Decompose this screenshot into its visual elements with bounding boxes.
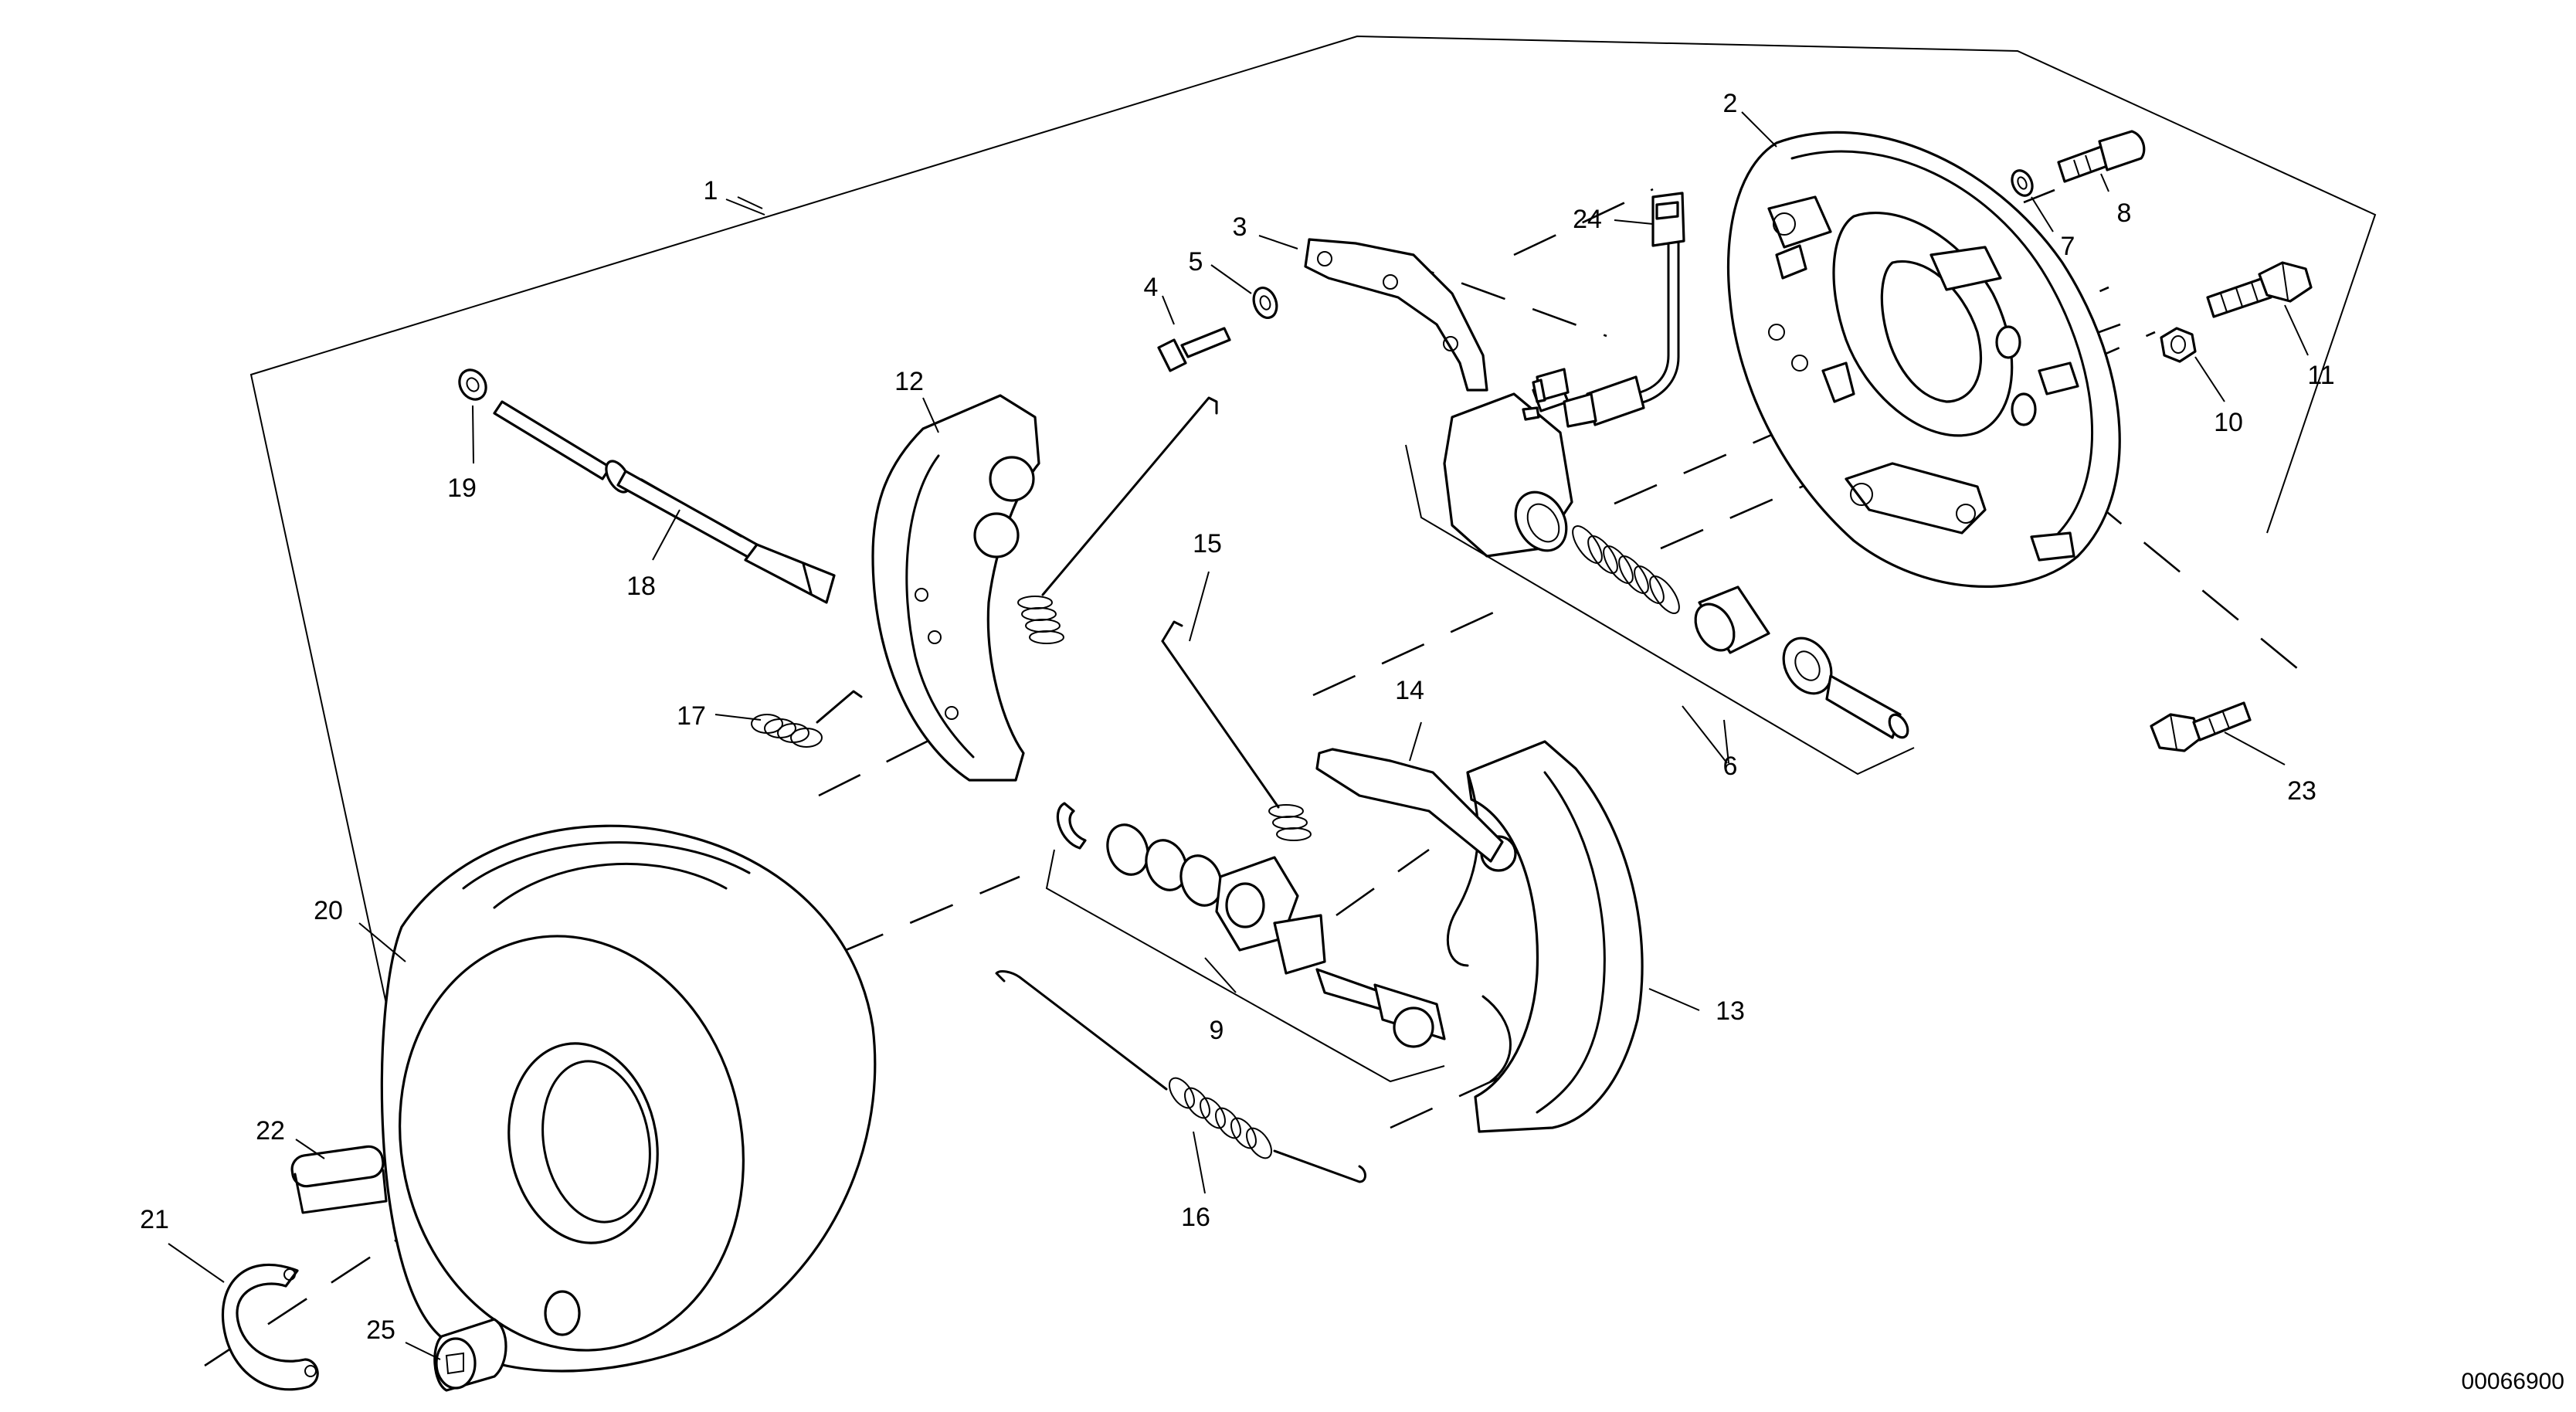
callout-11: 11 [2307, 361, 2334, 390]
return-spring-lower [995, 970, 1366, 1183]
return-spring-upper [1017, 396, 1312, 841]
bolt-23 [2150, 701, 2252, 752]
cylinder-spring [1572, 525, 1680, 614]
brake-shoe-lower [1446, 740, 1644, 1133]
washer-5 [1252, 287, 1278, 319]
lever [1315, 748, 1504, 863]
callout-16: 16 [1181, 1203, 1210, 1232]
bolt-11 [2206, 261, 2313, 318]
callout-17: 17 [677, 701, 706, 731]
callout-10: 10 [2214, 408, 2243, 437]
brake-shoe-upper [871, 394, 1040, 782]
plug-screw [433, 1318, 507, 1392]
adjuster-group-outline [1045, 849, 1445, 1083]
callout-14: 14 [1395, 676, 1424, 705]
brake-drum [380, 824, 877, 1373]
washer-7 [2011, 169, 2034, 197]
callout-9: 9 [1210, 1016, 1224, 1045]
callout-6: 6 [1723, 752, 1738, 781]
callout-8: 8 [2117, 199, 2132, 228]
key [290, 1145, 388, 1214]
back-plate [1726, 131, 2121, 588]
callout-1: 1 [704, 176, 718, 205]
screw-4 [1157, 327, 1231, 372]
callout-4: 4 [1144, 273, 1159, 302]
callout-18: 18 [626, 572, 656, 601]
circlip [222, 1263, 319, 1391]
callout-23: 23 [2287, 776, 2316, 806]
callout-25: 25 [366, 1315, 395, 1345]
small-spring [751, 690, 863, 748]
callout-19: 19 [447, 473, 477, 503]
adjusting-screw [493, 400, 836, 604]
nut-10 [2160, 327, 2197, 363]
assembly-outline [249, 35, 2377, 1256]
brake-pipe [1522, 192, 1685, 428]
drawing-number: 00066900 [2462, 1369, 2564, 1394]
adjuster-assembly [1056, 802, 1446, 1048]
callout-7: 7 [2061, 232, 2075, 261]
callout-21: 21 [140, 1205, 169, 1234]
callout-15: 15 [1193, 529, 1222, 558]
callout-3: 3 [1233, 212, 1247, 242]
callout-2: 2 [1723, 89, 1738, 118]
callout-22: 22 [256, 1116, 285, 1146]
cylinder-group-outline [1405, 444, 1915, 776]
wheel-cylinder [1443, 381, 1909, 739]
washer-19 [458, 368, 487, 401]
leader-lines [168, 111, 2309, 1360]
callout-13: 13 [1716, 996, 1745, 1026]
callout-labels: 1 2 3 4 5 6 7 8 9 10 11 12 13 14 15 16 1… [140, 89, 2335, 1345]
callout-24: 24 [1573, 205, 1602, 234]
screw-8 [2057, 130, 2146, 183]
bracket [1304, 238, 1488, 392]
callout-20: 20 [314, 896, 343, 925]
callout-12: 12 [894, 367, 924, 396]
callout-5: 5 [1189, 247, 1203, 277]
